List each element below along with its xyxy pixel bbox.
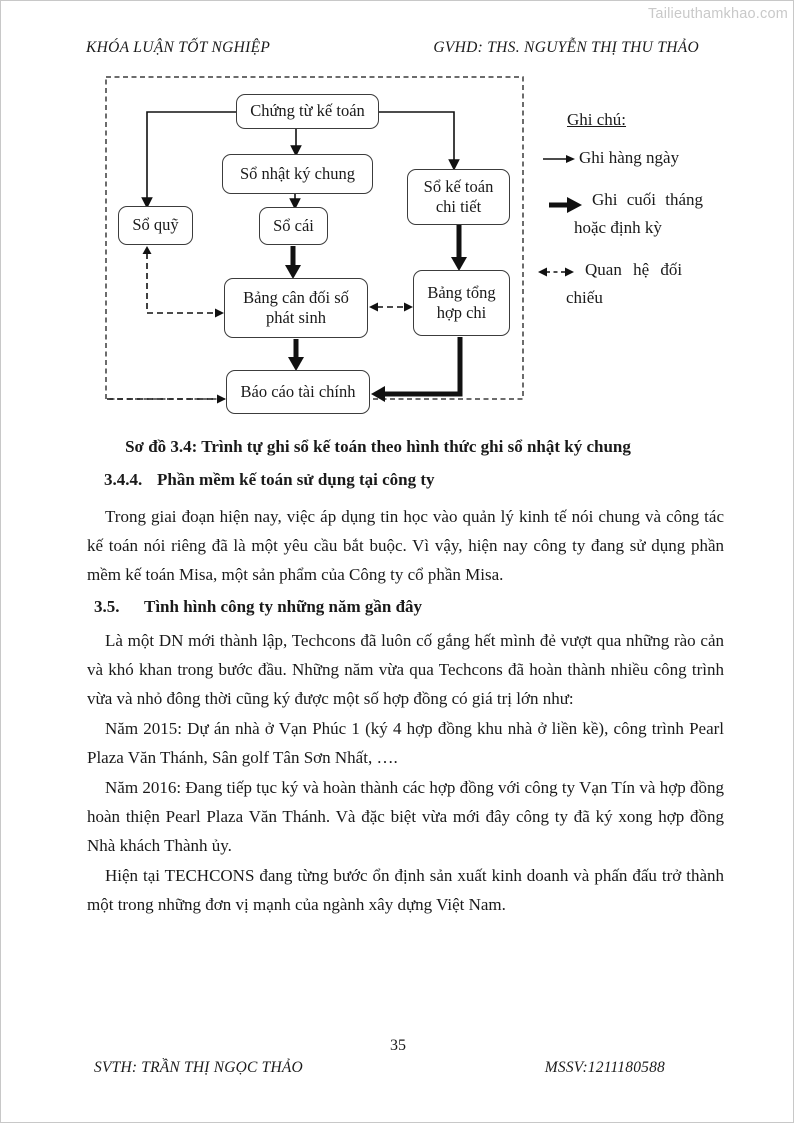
legend-thick-arrow-icon [549,197,582,213]
legend-reconcile-label-line1: Quan hệ đối [585,260,683,279]
arrow-socai-to-bangcandoi [285,246,301,279]
figure-caption: Sơ đồ 3.4: Trình tự ghi sổ kế toán theo … [125,437,631,456]
arrow-bangcandoi-to-baocao [288,339,304,371]
section-title: Phần mềm kế toán sử dụng tại công ty [157,470,435,489]
paragraph: Năm 2015: Dự án nhà ở Vạn Phúc 1 (ký 4 h… [87,719,724,767]
node-chung-tu-ke-toan: Chứng từ kế toán [236,94,379,129]
node-label: hợp chi [436,303,487,322]
legend-daily-label: Ghi hàng ngày [579,148,680,167]
arrow-soquy-bangcandoi-dashed [142,246,224,318]
arrow-nhatky-to-socai [289,194,301,210]
node-label: Báo cáo tài chính [240,381,356,401]
paragraph: Năm 2016: Đang tiếp tục ký và hoàn thành… [87,778,724,855]
page-number: 35 [390,1037,406,1054]
node-so-nhat-ky-chung: Sổ nhật ký chung [222,154,373,194]
body-content: Sơ đồ 3.4: Trình tự ghi sổ kế toán theo … [87,435,724,920]
section-number: 3.4.4. [104,470,143,489]
legend-dashed-double-arrow-icon [538,267,574,277]
page-footer: SVTH: TRẦN THỊ NGỌC THẢO MSSV:1211180588 [94,1059,665,1077]
section-heading-3-4-4: 3.4.4. Phần mềm kế toán sử dụng tại công… [104,468,724,492]
section-title: Tình hình công ty những năm gần đây [144,597,423,616]
legend-title: Ghi chú: [567,110,627,129]
header-advisor: GVHD: THS. NGUYỄN THỊ THU THẢO [433,39,699,56]
flowchart-arrows-layer [105,76,582,404]
arrow-border-to-baocao-dashed [107,394,226,404]
node-label: Bảng cân đối số [243,287,349,307]
arrow-chungtu-to-nhatky [290,129,302,157]
node-label: Sổ cái [273,215,314,235]
paragraph: Hiện tại TECHCONS đang từng bước ổn định… [87,866,724,914]
section-number: 3.5. [94,597,120,616]
node-label: chi tiết [435,197,482,216]
section-heading-3-5: 3.5. Tình hình công ty những năm gần đây [94,595,724,619]
legend-monthly-label-line1: Ghi cuối tháng [592,190,704,209]
node-bao-cao-tai-chinh: Báo cáo tài chính [226,370,370,414]
node-so-cai: Sổ cái [259,207,328,245]
legend-reconcile-label-line2: chiếu [566,288,603,307]
paragraph: Là một DN mới thành lập, Techcons đã luô… [87,631,724,708]
watermark-text: Tailieuthamkhao.com [647,6,788,22]
header-thesis-title: KHÓA LUẬN TỐT NGHIỆP [86,39,271,56]
legend-monthly-label-line2: hoặc định kỳ [574,218,662,237]
node-label: Chứng từ kế toán [250,101,365,121]
arrow-chungtu-to-chitiet [379,111,460,171]
arrow-bangcandoi-tonghop-dashed [369,302,413,312]
node-label: phát sinh [265,308,327,327]
arrow-chitiet-to-tonghop [451,225,467,271]
node-so-quy: Sổ quỹ [118,206,193,245]
footer-student: SVTH: TRẦN THỊ NGỌC THẢO [94,1059,303,1076]
node-label: Sổ nhật ký chung [239,163,356,183]
node-label: Sổ kế toán [423,176,494,196]
arrow-chungtu-to-soquy [141,111,236,209]
node-bang-tong-hop-chi: Bảng tổng hợp chi [413,270,510,336]
node-so-ke-toan-chi-tiet: Sổ kế toán chi tiết [407,169,510,225]
node-bang-can-doi-so-phat-sinh: Bảng cân đối số phát sinh [224,278,368,338]
footer-student-id: MSSV:1211180588 [544,1059,665,1076]
node-label: Sổ quỹ [132,215,179,235]
paragraph: Trong giai đoạn hiện nay, việc áp dụng t… [87,507,724,584]
arrow-tonghop-to-baocao [371,337,463,402]
flowchart-diagram: Chứng từ kế toán Sổ nhật ký chung Sổ kế … [1,1,793,441]
page-header: KHÓA LUẬN TỐT NGHIỆP GVHD: THS. NGUYỄN T… [86,39,699,57]
node-label: Bảng tổng [427,282,496,302]
legend-thin-arrow-icon [543,155,575,163]
